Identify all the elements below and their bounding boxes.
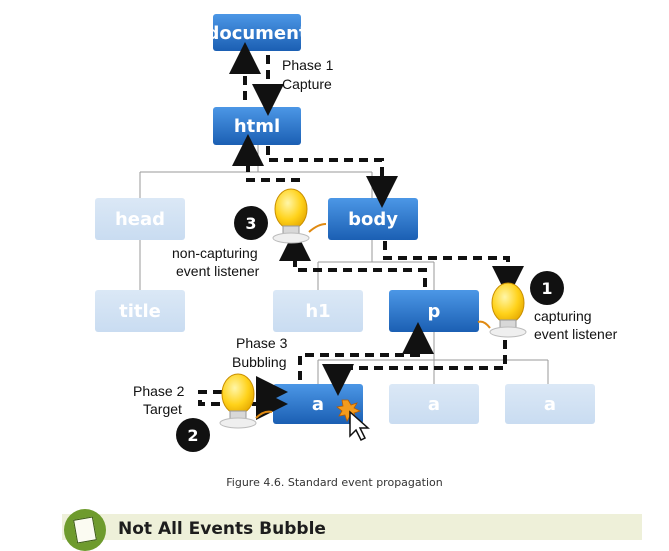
node-html-label: html	[234, 116, 280, 137]
phase2-label-line1: Phase 2	[133, 383, 185, 399]
node-p-label: p	[428, 301, 441, 322]
noncap-label-line1: non-capturing	[172, 245, 258, 261]
node-a3: a	[505, 384, 595, 424]
badge-2: 2	[176, 418, 210, 452]
bulb-noncapturing-icon	[272, 188, 327, 244]
node-title-label: title	[119, 301, 161, 322]
mouse-cursor-icon	[349, 410, 370, 442]
node-document: document	[206, 14, 308, 51]
node-body: body	[328, 198, 418, 240]
bulb-capturing-icon	[477, 282, 527, 338]
phase3-label-line2: Bubbling	[232, 354, 287, 370]
figure-caption: Figure 4.6. Standard event propagation	[226, 476, 443, 489]
badge-1: 1	[530, 271, 564, 305]
node-body-label: body	[348, 209, 398, 230]
node-a3-label: a	[544, 394, 556, 415]
node-p: p	[389, 290, 479, 332]
node-h1: h1	[273, 290, 363, 332]
phase3-label-line1: Phase 3	[236, 335, 288, 351]
notepad-icon	[64, 509, 106, 551]
note-title: Not All Events Bubble	[118, 519, 326, 539]
badge-3-label: 3	[245, 214, 256, 233]
node-a2: a	[389, 384, 479, 424]
node-document-label: document	[206, 23, 308, 44]
node-html: html	[213, 107, 301, 145]
noncap-label-line2: event listener	[176, 263, 260, 279]
badge-2-label: 2	[187, 426, 198, 445]
cap-label-line2: event listener	[534, 326, 618, 342]
capture-arrows	[252, 55, 524, 298]
badge-1-label: 1	[541, 279, 552, 298]
node-a-target-label: a	[312, 394, 324, 415]
note-banner	[62, 514, 642, 540]
badge-3: 3	[234, 206, 268, 240]
bulb-target-icon	[219, 373, 273, 429]
node-a2-label: a	[428, 394, 440, 415]
phase2-label-line2: Target	[143, 401, 182, 417]
node-head-label: head	[115, 209, 165, 230]
node-head: head	[95, 198, 185, 240]
event-propagation-diagram: document html head title body h1 p a a a	[95, 14, 618, 452]
phase1-label-line1: Phase 1	[282, 57, 334, 73]
phase1-label-line2: Capture	[282, 76, 332, 92]
cap-label-line1: capturing	[534, 308, 592, 324]
node-title: title	[95, 290, 185, 332]
node-h1-label: h1	[305, 301, 330, 322]
